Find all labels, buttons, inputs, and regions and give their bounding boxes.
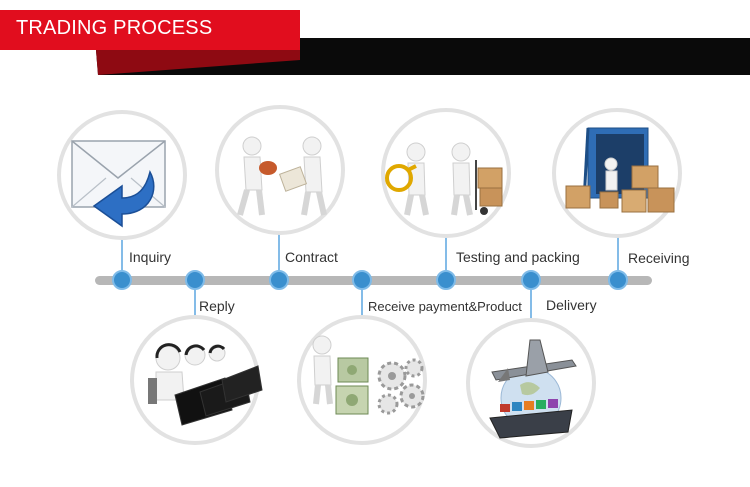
timeline-node-receiving — [609, 271, 627, 289]
step-label-delivery: Delivery — [546, 297, 597, 313]
timeline-node-contract — [270, 271, 288, 289]
timeline-node-delivery — [522, 271, 540, 289]
step-label-payment: Receive payment&Product — [368, 299, 522, 314]
step-label-reply: Reply — [199, 298, 235, 314]
step-label-inquiry: Inquiry — [129, 249, 171, 265]
step-label-contract: Contract — [285, 249, 338, 265]
step-label-testing: Testing and packing — [456, 249, 580, 265]
container-boxes-icon — [554, 110, 680, 236]
envelope-reply-icon — [59, 112, 185, 238]
handshake-document-icon — [217, 107, 343, 233]
money-gears-icon — [299, 317, 425, 443]
inspection-hand-truck-icon — [383, 110, 509, 236]
timeline-node-inquiry — [113, 271, 131, 289]
timeline-node-testing — [437, 271, 455, 289]
timeline-node-payment — [353, 271, 371, 289]
airplane-ship-icon — [468, 320, 594, 446]
step-label-receiving: Receiving — [628, 250, 689, 266]
timeline-node-reply — [186, 271, 204, 289]
call-center-icon — [132, 317, 262, 443]
timeline-bar — [95, 276, 652, 285]
